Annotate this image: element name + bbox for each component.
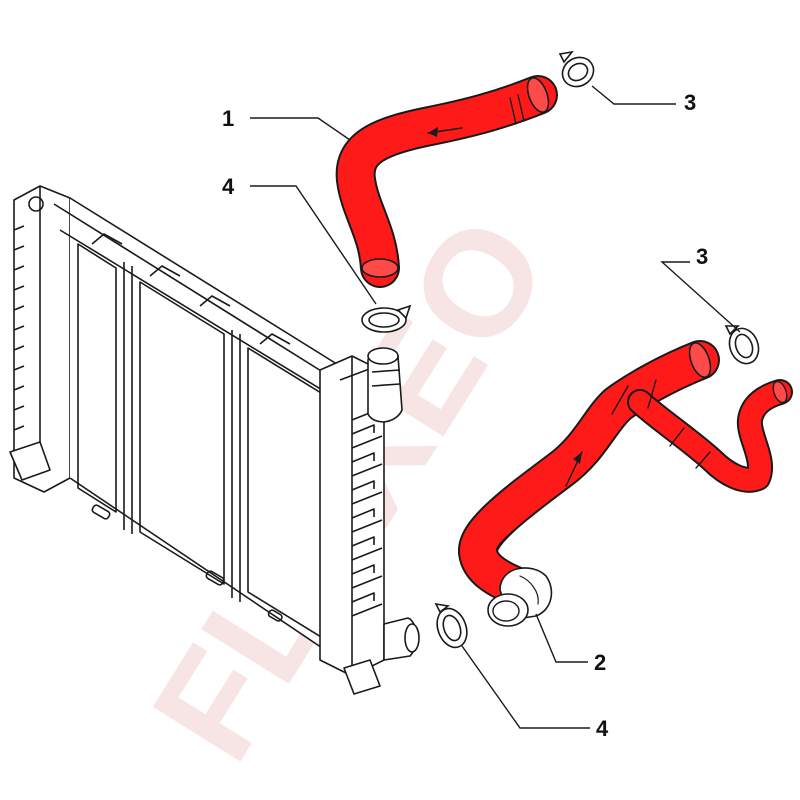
leader-lines: [250, 85, 741, 729]
radiator: [9, 185, 420, 695]
lower-radiator-hose: [458, 340, 793, 627]
hose-clamp-4-bottom: [434, 602, 468, 649]
callout-3-right: 3: [696, 244, 708, 269]
hose-clamp-3-right: [724, 325, 760, 365]
leader-line-1: [250, 117, 351, 141]
leader-line-4b: [461, 645, 590, 729]
leader-line-3a: [591, 85, 676, 105]
leader-line-2: [535, 613, 588, 663]
callout-4-top: 4: [222, 174, 235, 199]
callout-2: 2: [594, 650, 606, 675]
callout-3-top: 3: [684, 90, 696, 115]
hose-clamp-4-top: [361, 304, 412, 333]
hose-clamp-3-top: [558, 50, 595, 88]
callouts: 1 3 4 3 2 4: [222, 90, 708, 741]
leader-line-4a: [250, 185, 377, 305]
callout-4-bottom: 4: [596, 716, 609, 741]
callout-1: 1: [222, 106, 234, 131]
upper-radiator-hose: [335, 75, 558, 288]
leader-line-3b: [660, 261, 741, 333]
